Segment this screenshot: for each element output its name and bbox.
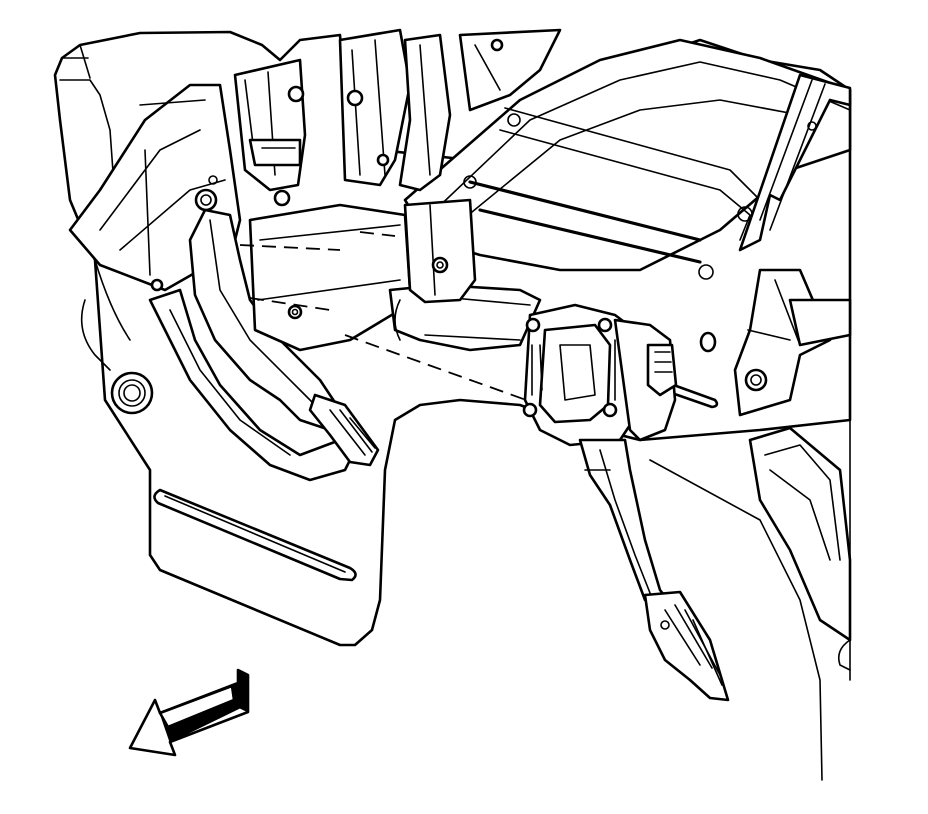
center-fastener [287, 304, 303, 320]
alignment-lines [239, 231, 541, 406]
upper-cross-car-beam [403, 38, 852, 280]
brake-pedal-pad [308, 393, 380, 467]
accelerator-pedal-sensor [613, 318, 678, 442]
accelerator-pedal-arm [578, 438, 674, 617]
top-right-bracket [458, 28, 562, 112]
panel-plug [110, 371, 154, 415]
right-edge-panel [649, 99, 852, 781]
right-small-hole [699, 331, 717, 353]
panel-slot [153, 488, 357, 582]
right-vertical-bracket [738, 73, 852, 252]
accelerator-pedal-pad [643, 590, 730, 702]
direction-arrow-icon [128, 668, 250, 757]
center-bracket [403, 198, 477, 304]
accelerator-pedal-mount [522, 303, 642, 447]
left-panel-seam [80, 259, 131, 371]
top-left-bracket [233, 58, 307, 207]
top-center-bracket [338, 28, 452, 192]
right-mount-bracket [733, 268, 852, 417]
